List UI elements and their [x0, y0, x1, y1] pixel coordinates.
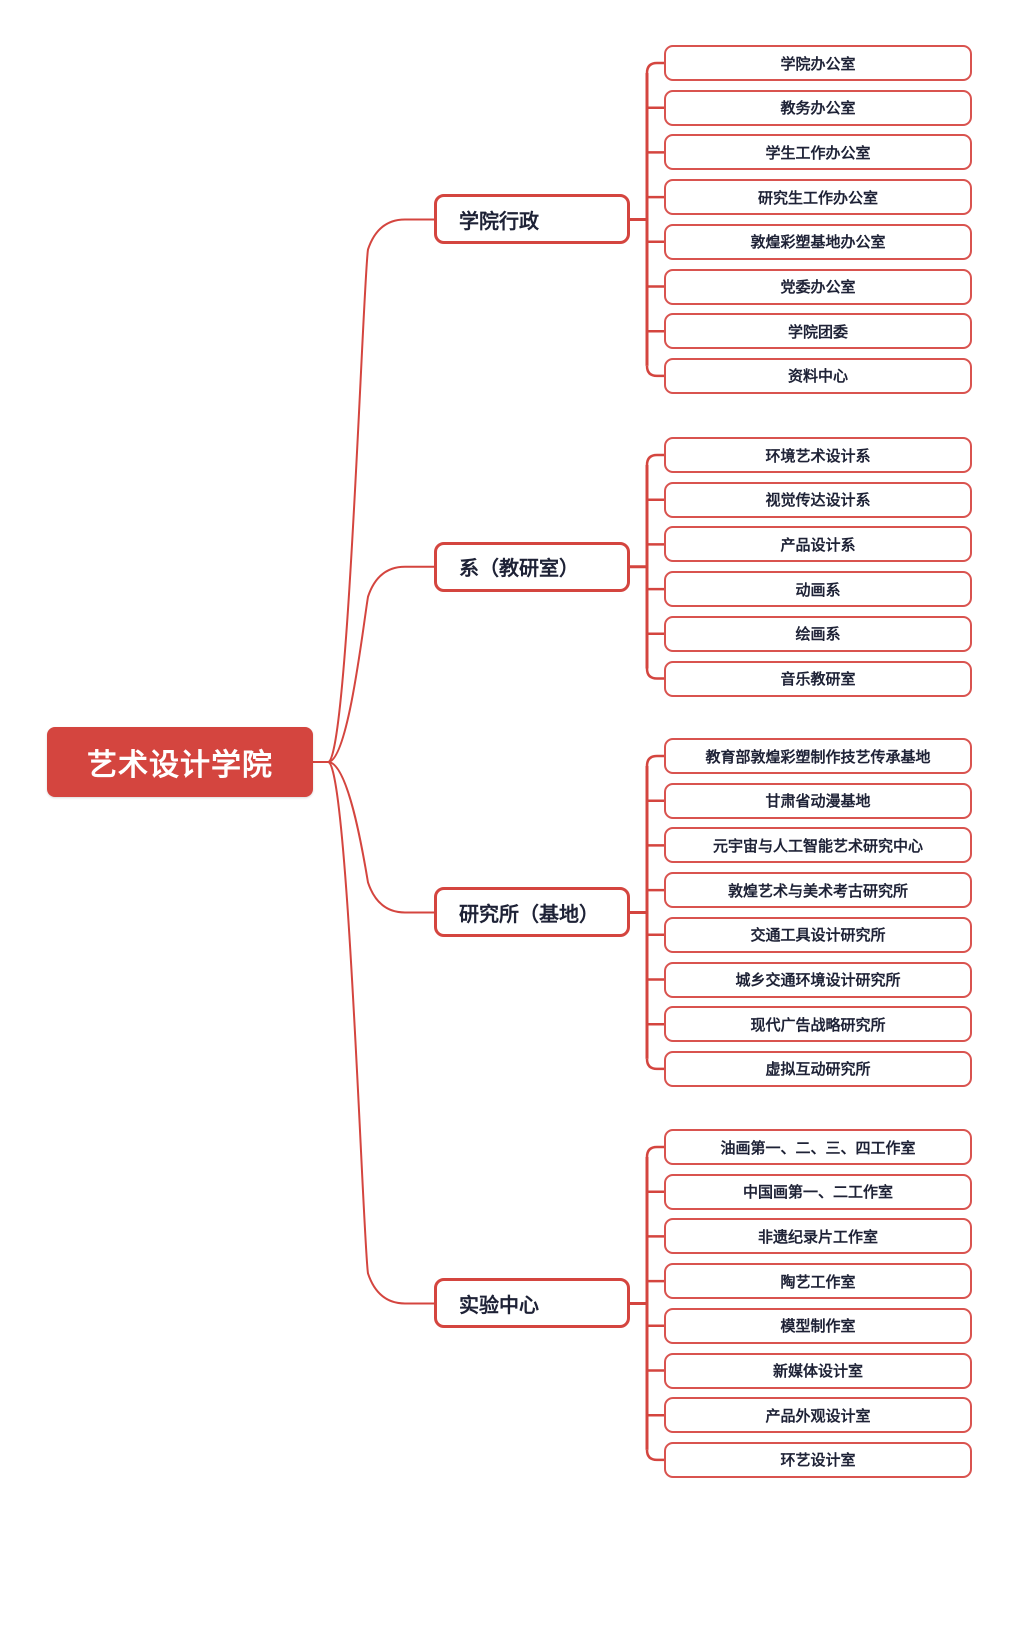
leaf-node[interactable]: 模型制作室: [664, 1307, 972, 1344]
leaf-node[interactable]: 音乐教研室: [664, 660, 972, 697]
root-node[interactable]: 艺术设计学院: [47, 727, 313, 797]
leaf-node[interactable]: 产品设计系: [664, 526, 972, 563]
leaf-node[interactable]: 油画第一、二、三、四工作室: [664, 1129, 972, 1165]
leaf-connector: [645, 1145, 664, 1158]
leaf-node[interactable]: 敦煌艺术与美术考古研究所: [664, 872, 972, 909]
leaf-node[interactable]: 城乡交通环境设计研究所: [664, 961, 972, 998]
leaf-connector: [645, 61, 664, 74]
branch-connector: [327, 761, 434, 914]
branch-node[interactable]: 实验中心: [434, 1278, 630, 1329]
branch-node[interactable]: 研究所（基地）: [434, 887, 630, 938]
leaf-connector: [645, 1058, 664, 1071]
leaf-node[interactable]: 甘肃省动漫基地: [664, 782, 972, 819]
leaf-node[interactable]: 教务办公室: [664, 89, 972, 126]
leaf-node[interactable]: 陶艺工作室: [664, 1263, 972, 1300]
leaf-node[interactable]: 产品外观设计室: [664, 1397, 972, 1434]
leaf-node[interactable]: 敦煌彩塑基地办公室: [664, 223, 972, 260]
leaf-connector: [645, 668, 664, 680]
leaf-connector: [645, 453, 664, 466]
branch-node[interactable]: 系（教研室）: [434, 541, 630, 592]
leaf-node[interactable]: 非遗纪录片工作室: [664, 1218, 972, 1255]
leaf-node[interactable]: 绘画系: [664, 615, 972, 652]
leaf-connector: [645, 754, 664, 767]
leaf-connector: [645, 1449, 664, 1462]
branch-node[interactable]: 学院行政: [434, 194, 630, 245]
branch-connector: [327, 565, 434, 763]
leaf-node[interactable]: 现代广告战略研究所: [664, 1006, 972, 1043]
leaf-node[interactable]: 研究生工作办公室: [664, 179, 972, 216]
leaf-node[interactable]: 资料中心: [664, 357, 972, 394]
leaf-node[interactable]: 学生工作办公室: [664, 134, 972, 171]
leaf-node[interactable]: 虚拟互动研究所: [664, 1050, 972, 1087]
leaf-node[interactable]: 环艺设计室: [664, 1441, 972, 1478]
leaf-node[interactable]: 视觉传达设计系: [664, 481, 972, 518]
leaf-node[interactable]: 学院办公室: [664, 45, 972, 81]
leaf-node[interactable]: 新媒体设计室: [664, 1352, 972, 1389]
leaf-node[interactable]: 元宇宙与人工智能艺术研究中心: [664, 827, 972, 864]
branch-connector: [327, 218, 434, 763]
leaf-node[interactable]: 环境艺术设计系: [664, 437, 972, 473]
branch-connector: [327, 761, 434, 1305]
leaf-connector: [645, 365, 664, 378]
leaf-node[interactable]: 中国画第一、二工作室: [664, 1173, 972, 1210]
leaf-node[interactable]: 学院团委: [664, 313, 972, 350]
leaf-node[interactable]: 党委办公室: [664, 268, 972, 305]
leaf-node[interactable]: 动画系: [664, 571, 972, 608]
leaf-node[interactable]: 教育部敦煌彩塑制作技艺传承基地: [664, 738, 972, 774]
leaf-node[interactable]: 交通工具设计研究所: [664, 916, 972, 953]
